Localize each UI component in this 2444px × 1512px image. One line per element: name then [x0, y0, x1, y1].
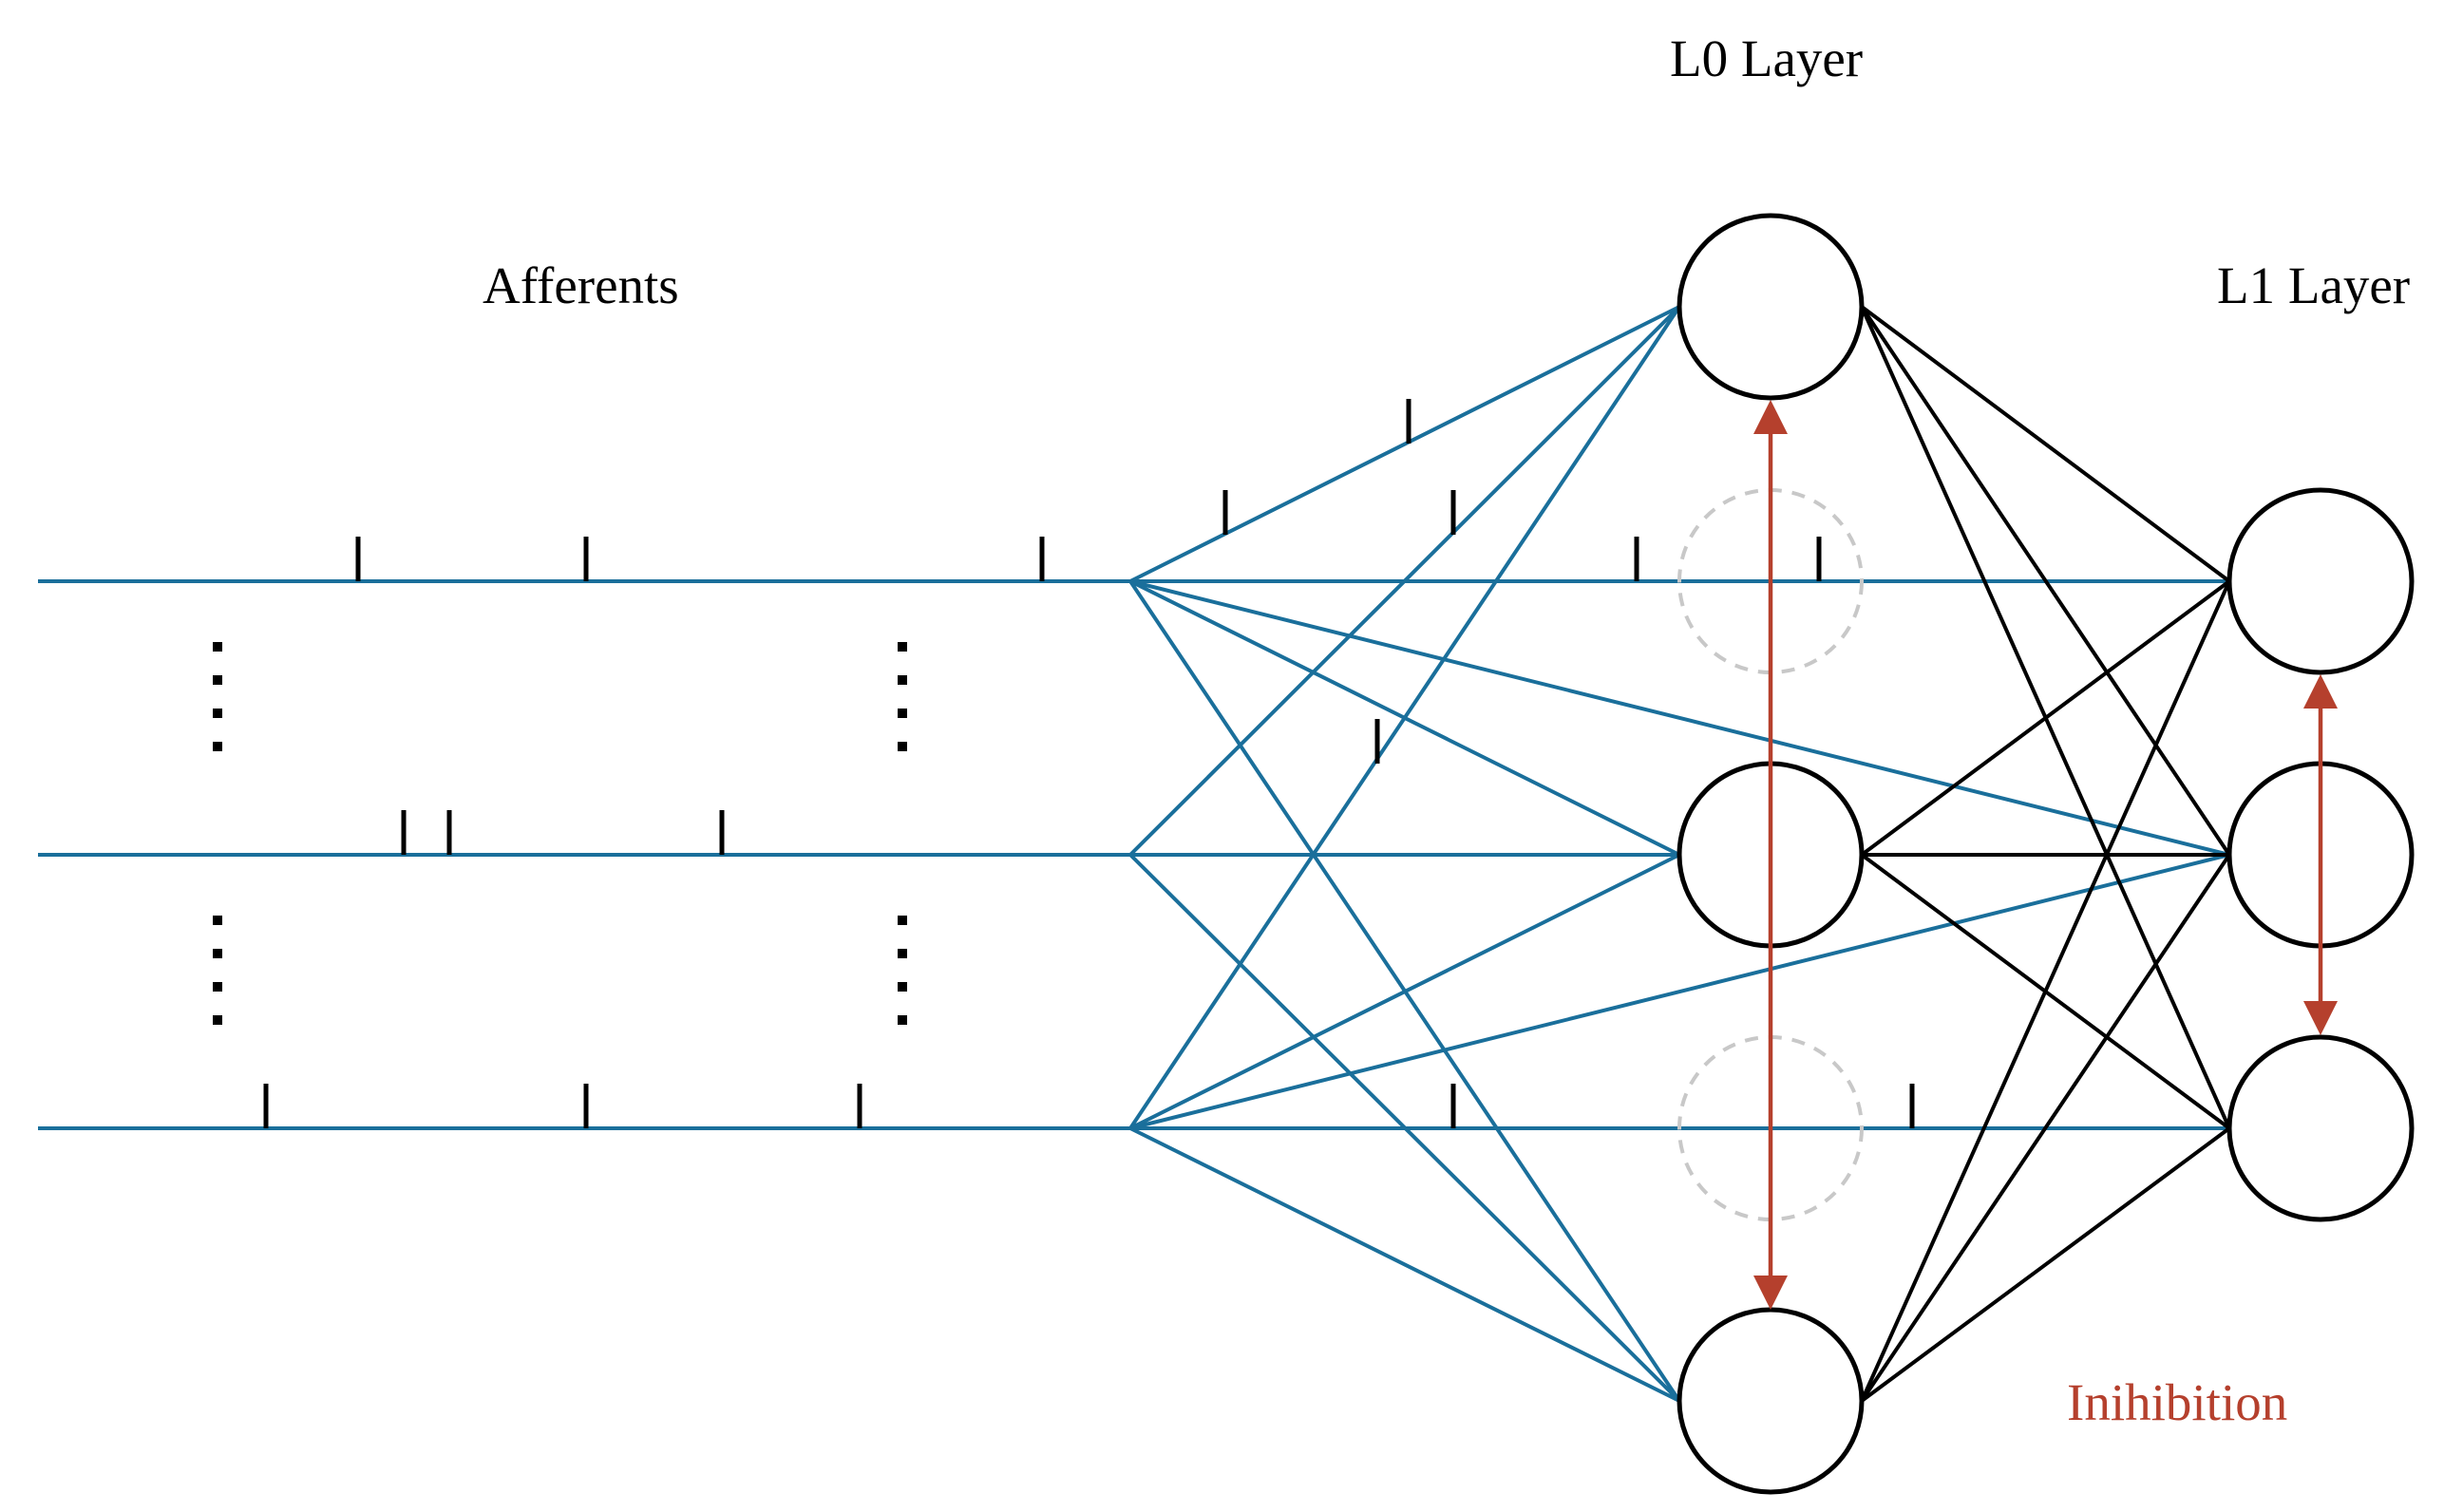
l0-layer-label: L0 Layer — [1670, 29, 1864, 87]
inhibition-arrow-l1 — [2303, 674, 2338, 1035]
connection-l0-3-l1-3 — [1860, 1126, 2231, 1403]
ellipsis-dots — [213, 642, 907, 1025]
afferents-label: Afferents — [483, 256, 679, 314]
l0-neuron-3 — [1677, 1307, 1865, 1495]
spike-train — [263, 399, 1915, 1128]
ellipsis-right-lower — [898, 916, 907, 1025]
connection-a2-l0-1 — [1128, 305, 1681, 857]
l0-neuron-1 — [1677, 213, 1865, 401]
connection-a3-l0-3 — [1129, 1126, 1680, 1403]
connection-a3-l0-1 — [1128, 305, 1681, 1130]
connection-l0-3-l1-2 — [1860, 853, 2231, 1403]
arrowhead-up — [2303, 674, 2338, 709]
connection-a1-l0-1 — [1129, 305, 1680, 583]
l1-neurons — [2226, 487, 2415, 1222]
l1-layer-label: L1 Layer — [2217, 256, 2411, 314]
inhibition-arrow-l0 — [1753, 400, 1788, 1310]
l0-neurons — [1677, 213, 1865, 1495]
ellipsis-left-upper — [213, 642, 222, 751]
connection-l0-1-l1-1 — [1860, 305, 2231, 583]
arrowhead-down — [2303, 1001, 2338, 1035]
ellipsis-left-lower — [213, 916, 222, 1025]
inhibition-label: Inihibition — [2067, 1373, 2288, 1431]
connection-l0-2-l1-1 — [1860, 579, 2231, 857]
l0-l1-connections — [1860, 305, 2231, 1403]
connection-a1-l1-2 — [1129, 579, 2230, 857]
connection-l0-1-l1-2 — [1860, 305, 2231, 857]
l1-neuron-1 — [2226, 487, 2415, 675]
arrowhead-down — [1753, 1276, 1788, 1310]
connection-a3-l0-2 — [1129, 853, 1680, 1130]
connection-a3-l1-2 — [1129, 853, 2230, 1130]
connection-l0-3-l1-1 — [1860, 580, 2231, 1402]
arrowhead-up — [1753, 400, 1788, 434]
l1-neuron-3 — [2226, 1034, 2415, 1222]
ellipsis-right-upper — [898, 642, 907, 751]
afferent-lines — [38, 579, 1130, 1130]
